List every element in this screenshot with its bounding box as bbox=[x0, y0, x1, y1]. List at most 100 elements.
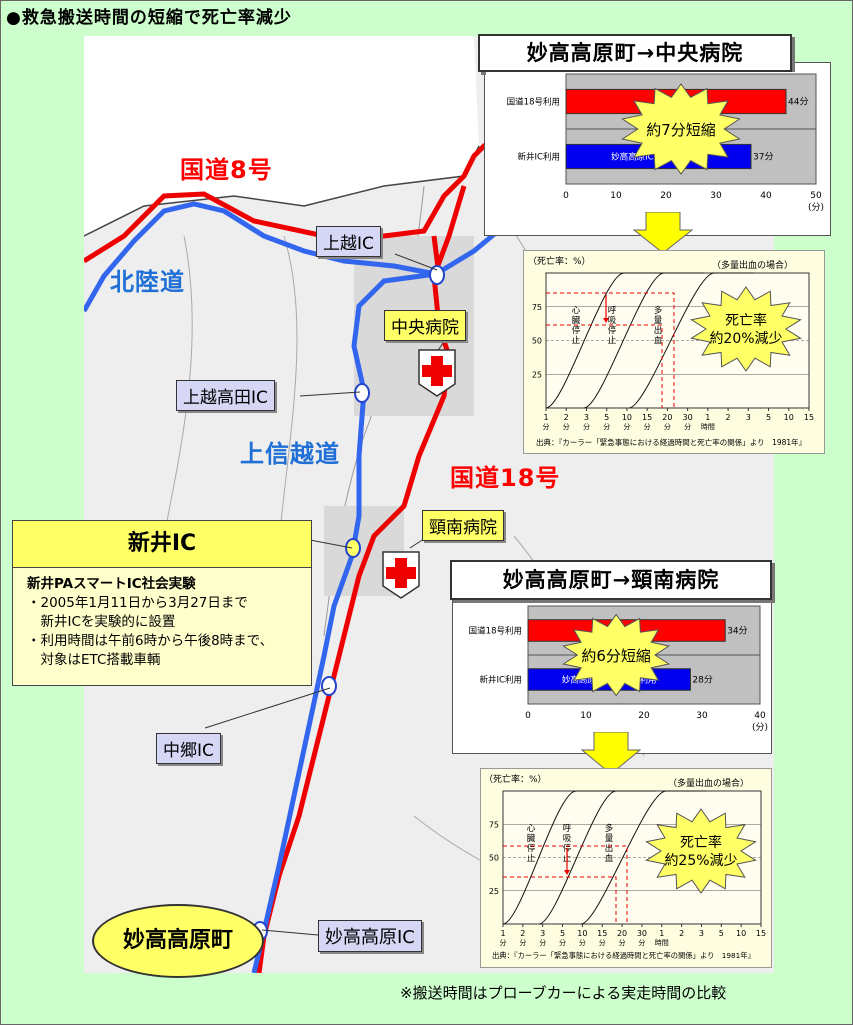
nakago-ic-marker bbox=[321, 676, 337, 696]
arai-ic-body-title: 新井PAスマートIC社会実験 bbox=[27, 576, 196, 592]
joetsu-ic-marker bbox=[429, 265, 445, 285]
x-tick-unit: 分 bbox=[579, 938, 586, 947]
x-tick-unit: 分 bbox=[603, 422, 610, 431]
x-tick-label: 10 bbox=[784, 413, 794, 422]
category-label: 新井IC利用 bbox=[518, 152, 560, 163]
x-tick-label: 2 bbox=[564, 413, 569, 422]
death1-ylabel: （死亡率：%） bbox=[528, 257, 591, 267]
curve-label: 臓 bbox=[572, 315, 581, 326]
down-arrow-icon bbox=[632, 212, 694, 254]
curve-label: 血 bbox=[605, 853, 614, 864]
value-label: 37分 bbox=[753, 152, 773, 163]
axis-unit: (分) bbox=[752, 722, 768, 733]
joshinetsu-label: 上信越道 bbox=[240, 440, 340, 468]
bar-chart-svg: 国道18号利用34分新井IC利用28分010203040(分)妙高高原IC→新井… bbox=[469, 605, 768, 733]
keinan-hospital-callout: 頸南病院 bbox=[422, 510, 504, 541]
arai-ic-box: 新井IC 新井PAスマートIC社会実験 ・2005年1月11日から3月27日まで… bbox=[12, 520, 312, 686]
curve-label: 出 bbox=[654, 325, 663, 336]
y-tick-label: 25 bbox=[532, 370, 542, 379]
footnote: ※搬送時間はプローブカーによる実走時間の比較 bbox=[400, 984, 727, 1002]
x-tick-label: 3 bbox=[746, 413, 751, 422]
x-tick-label: 2 bbox=[520, 929, 525, 938]
arai-ic-marker bbox=[345, 538, 361, 558]
hospital-cross-icon bbox=[382, 551, 420, 599]
reduction-arrowhead bbox=[603, 318, 609, 323]
death-burst-line2: 約20%減少 bbox=[709, 330, 782, 347]
guide-low bbox=[546, 324, 663, 408]
guide-high bbox=[503, 845, 628, 924]
tick-label: 10 bbox=[610, 191, 622, 201]
category-label: 国道18号利用 bbox=[507, 97, 560, 108]
bar-chart-2: 国道18号利用34分新井IC利用28分010203040(分)妙高高原IC→新井… bbox=[454, 604, 768, 750]
x-tick-label: 2 bbox=[679, 929, 684, 938]
death-curve bbox=[580, 790, 706, 925]
death-curve bbox=[538, 790, 656, 925]
hospital-cross-icon bbox=[418, 349, 456, 397]
x-tick-label: 20 bbox=[662, 413, 672, 422]
myoko-town-label: 妙高高原町 bbox=[92, 904, 264, 978]
tick-label: 40 bbox=[754, 711, 766, 721]
x-tick-unit: 分 bbox=[583, 422, 590, 431]
x-tick-unit: 分 bbox=[623, 422, 630, 431]
x-tick-label: 15 bbox=[804, 413, 814, 422]
death2-ylabel: （死亡率：%） bbox=[484, 775, 547, 785]
tick-label: 30 bbox=[696, 711, 708, 721]
pointer-nakago-ic bbox=[204, 687, 331, 729]
arai-ic-details: 新井PAスマートIC社会実験 ・2005年1月11日から3月27日まで 新井IC… bbox=[27, 575, 273, 670]
reduction-label: 約6分短縮 bbox=[581, 647, 651, 665]
panel2-title: 妙高高原町→頸南病院 bbox=[450, 560, 772, 600]
value-label: 44分 bbox=[788, 97, 808, 108]
death-curve bbox=[502, 790, 616, 925]
death-burst-line2: 約25%減少 bbox=[664, 852, 737, 869]
value-label: 34分 bbox=[727, 626, 747, 637]
x-tick-label: 10 bbox=[577, 929, 587, 938]
curve-label: 出 bbox=[605, 843, 614, 854]
death1-source: 出典：『カーラー「緊急事態における経過時間と死亡率の関係」より 1981年』 bbox=[536, 438, 807, 447]
curve-label: 多 bbox=[654, 305, 663, 316]
x-tick-label: 5 bbox=[604, 413, 609, 422]
chuo-hospital-callout: 中央病院 bbox=[384, 310, 466, 341]
curve-label: 停 bbox=[572, 325, 581, 336]
pointer-myoko-kogen-ic bbox=[261, 929, 319, 936]
pointer-joetsu-takada-ic bbox=[299, 391, 361, 397]
tick-label: 40 bbox=[760, 191, 772, 201]
curve-label: 吸 bbox=[563, 834, 572, 844]
x-tick-unit: 分 bbox=[519, 938, 526, 947]
death-burst bbox=[645, 808, 757, 894]
route8-line bbox=[84, 143, 525, 264]
death2-source: 出典：『カーラー「緊急事態における経過時間と死亡率の関係」より 1981年』 bbox=[492, 951, 755, 960]
curve-label: 止 bbox=[608, 335, 617, 346]
x-tick-label: 3 bbox=[699, 929, 704, 938]
x-tick-label: 15 bbox=[597, 929, 607, 938]
x-tick-unit: 分 bbox=[638, 938, 645, 947]
joetsu-ic-callout: 上越IC bbox=[316, 226, 381, 257]
x-tick-unit: 分 bbox=[684, 422, 691, 431]
death-curve bbox=[583, 272, 704, 409]
tick-label: 20 bbox=[660, 191, 672, 201]
down-arrow-icon bbox=[580, 732, 642, 775]
pointer-arai-ic bbox=[309, 539, 353, 549]
curve-label: 停 bbox=[527, 843, 536, 854]
x-tick-unit: 分 bbox=[599, 938, 606, 947]
x-tick-unit: 分 bbox=[644, 422, 651, 431]
route8-label: 国道8号 bbox=[180, 156, 273, 184]
x-tick-label: 10 bbox=[622, 413, 632, 422]
death-burst-line1: 死亡率 bbox=[680, 834, 722, 851]
value-label: 28分 bbox=[692, 675, 712, 686]
x-tick-unit: 分 bbox=[619, 938, 626, 947]
x-tick-label: 3 bbox=[540, 929, 545, 938]
tick-label: 0 bbox=[525, 711, 531, 721]
x-tick-label: 3 bbox=[584, 413, 589, 422]
x-tick-label: 15 bbox=[756, 929, 766, 938]
x-tick-unit: 分 bbox=[559, 938, 566, 947]
y-tick-label: 75 bbox=[532, 303, 542, 312]
tick-label: 0 bbox=[563, 191, 569, 201]
x-tick-label: 1 bbox=[500, 929, 505, 938]
x-tick-label: 5 bbox=[560, 929, 565, 938]
category-label: 国道18号利用 bbox=[469, 626, 522, 637]
arai-ic-title: 新井IC bbox=[13, 521, 311, 568]
sea-area bbox=[84, 36, 479, 236]
